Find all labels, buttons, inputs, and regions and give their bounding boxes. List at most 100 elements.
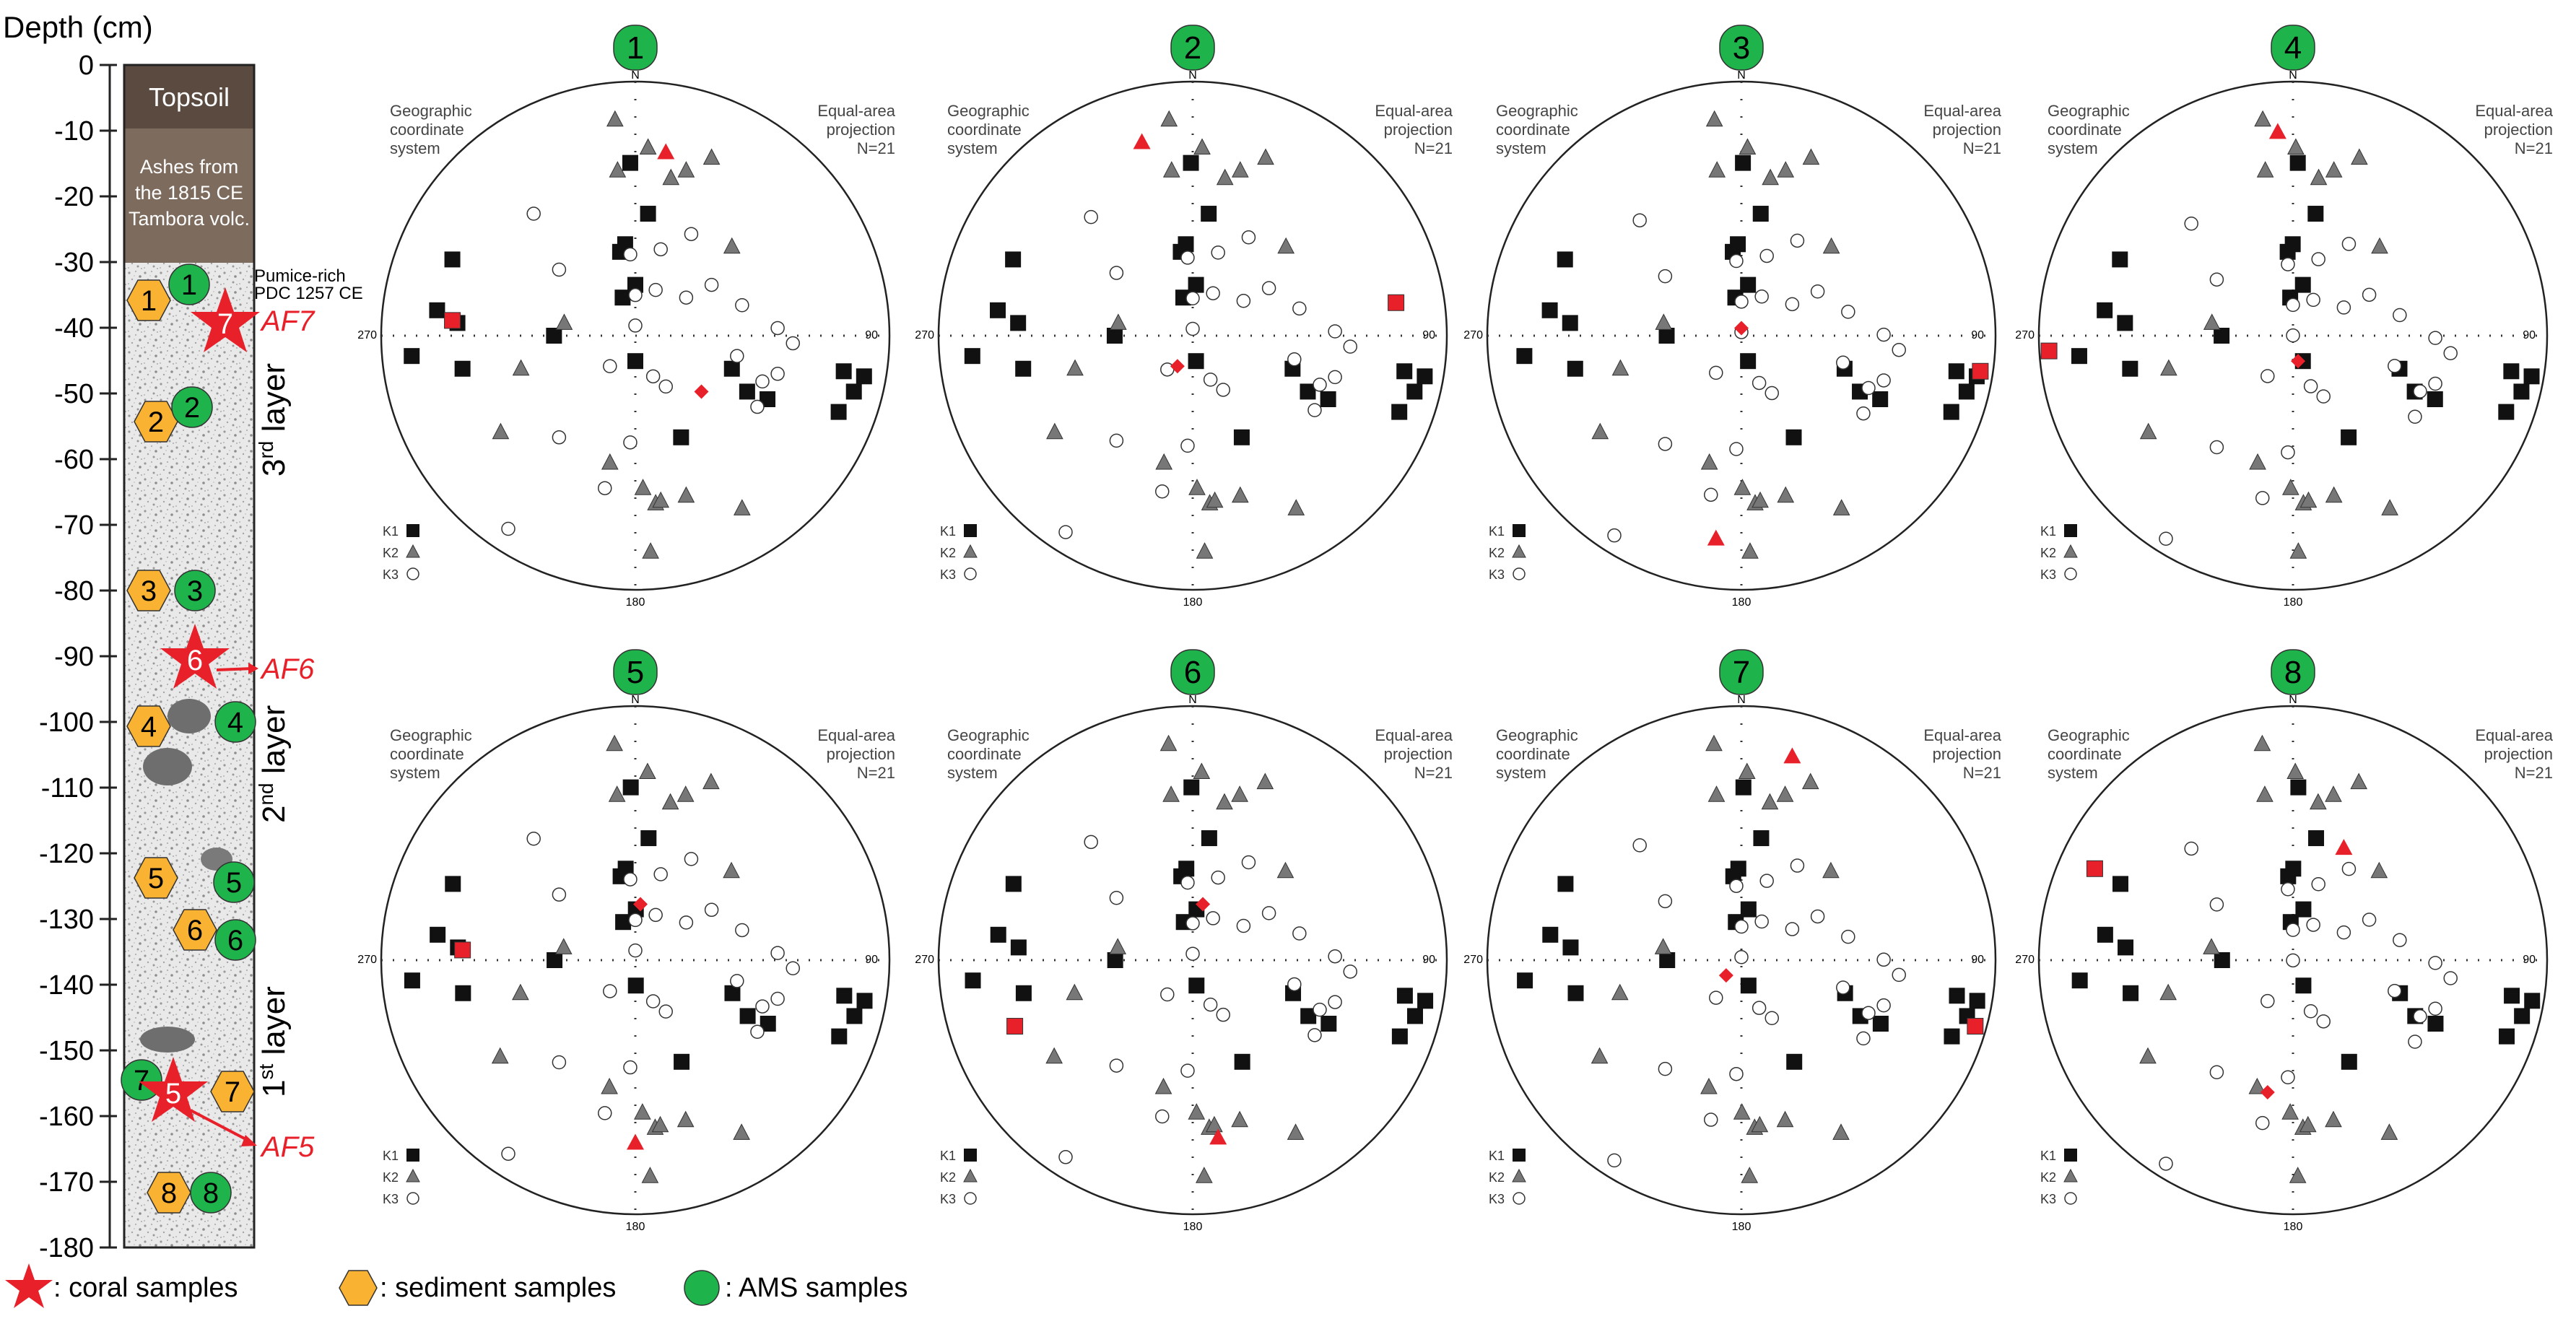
k2-point xyxy=(609,161,627,178)
k3-point xyxy=(1292,301,1307,316)
stereonet-number: 4 xyxy=(2284,30,2302,66)
coordinate-system-label: system xyxy=(1496,139,1546,157)
k3-point xyxy=(1185,321,1200,336)
k2-point xyxy=(1256,772,1274,790)
k2-point xyxy=(2282,479,2299,495)
k2-point xyxy=(1733,1103,1751,1120)
k3-point xyxy=(1841,929,1855,944)
k2-point xyxy=(1708,161,1726,178)
k3-point xyxy=(1216,383,1230,397)
stereonet-number: 3 xyxy=(1733,30,1750,66)
legend-coral-icon xyxy=(5,1263,53,1308)
ams-sample-3: 3 xyxy=(174,570,216,611)
east-label: 90 xyxy=(1422,954,1435,966)
k3-point xyxy=(2428,376,2442,391)
k3-point xyxy=(628,943,643,958)
k1-point xyxy=(1178,861,1195,877)
coordinate-system-label: coordinate xyxy=(2048,745,2122,763)
af5-arrow xyxy=(190,1109,252,1144)
svg-text:3: 3 xyxy=(187,575,203,607)
stereonet-5: 5N90270180GeographiccoordinatesystemEqua… xyxy=(357,649,896,1233)
k2-point xyxy=(676,1110,695,1128)
mean-k3-point xyxy=(694,384,709,399)
k1-point xyxy=(1417,993,1434,1009)
k1-point xyxy=(1396,363,1413,380)
k3-point xyxy=(623,872,638,887)
svg-text:2: 2 xyxy=(184,392,200,424)
k1-point xyxy=(2514,1008,2531,1024)
k2-point xyxy=(702,148,721,165)
k2-point xyxy=(2160,359,2177,376)
coordinate-system-label: coordinate xyxy=(947,745,1022,763)
k3-point xyxy=(755,374,770,389)
k3-point xyxy=(1729,879,1744,893)
stereonet-number: 2 xyxy=(1184,30,1201,66)
projection-label: Equal-area xyxy=(2475,102,2553,120)
pumice-label-1: Pumice-rich xyxy=(254,266,346,286)
k1-point xyxy=(673,429,689,445)
south-label: 180 xyxy=(1732,596,1752,609)
layer-1-label: 1st layer xyxy=(255,986,292,1097)
k3-point xyxy=(2159,1157,2173,1171)
k1-point xyxy=(1557,251,1573,268)
k3-point xyxy=(2413,1009,2427,1024)
west-label: 270 xyxy=(2015,954,2035,966)
k1-point xyxy=(627,353,643,370)
dark-clast xyxy=(143,748,192,785)
k2-point xyxy=(2351,148,2368,165)
axis-legend-label: K1 xyxy=(2040,524,2056,539)
k2-point xyxy=(677,161,695,178)
svg-text:8: 8 xyxy=(203,1177,219,1209)
axis-legend-label: K2 xyxy=(2040,546,2056,560)
k1-point xyxy=(2295,977,2312,994)
k3-point xyxy=(2184,841,2198,856)
k1-point xyxy=(1010,315,1027,331)
legend-ams-icon xyxy=(684,1270,720,1306)
k1-point xyxy=(2289,154,2306,171)
k1-point xyxy=(1106,328,1123,344)
depth-tick-label: -90 xyxy=(54,642,94,672)
k3-point xyxy=(2428,331,2442,345)
axis-legend-label: K2 xyxy=(940,546,956,560)
k3-point xyxy=(2443,346,2458,361)
k2-point xyxy=(491,1047,509,1064)
k1-point xyxy=(835,363,852,380)
south-label: 180 xyxy=(2284,596,2303,609)
axis-legend-label: K1 xyxy=(383,524,399,539)
k1-point xyxy=(445,876,461,892)
stereonet-8: 8N90270180GeographiccoordinatesystemEqua… xyxy=(2015,649,2554,1233)
k2-point xyxy=(1822,237,1840,254)
projection-label: projection xyxy=(1933,121,2001,139)
ash-label-1: Ashes from xyxy=(140,156,239,178)
stereonet-number: 8 xyxy=(2284,655,2302,690)
legend: : coral samples : sediment samples : AMS… xyxy=(5,1263,908,1308)
k3-point xyxy=(1658,1061,1673,1076)
k3-point xyxy=(770,991,785,1006)
k3-point xyxy=(1313,1002,1327,1017)
mean-k1-point xyxy=(1967,1018,1984,1035)
k2-point xyxy=(1705,734,1723,752)
k2-point xyxy=(1287,499,1305,515)
k1-point xyxy=(1183,779,1200,796)
k3-point xyxy=(1810,284,1825,299)
k3-point xyxy=(1704,487,1718,502)
k3-point xyxy=(623,247,638,262)
k3-point xyxy=(628,913,643,928)
depth-tick-label: -100 xyxy=(39,707,94,738)
west-label: 270 xyxy=(1463,329,1483,341)
k2-point xyxy=(1155,453,1173,470)
axis-legend-label: K3 xyxy=(2040,567,2056,582)
k3-point xyxy=(1752,1001,1767,1015)
k1-point xyxy=(1786,1053,1803,1070)
k1-point xyxy=(2295,901,2312,918)
ams-sample-8: 8 xyxy=(190,1172,232,1214)
svg-text:6: 6 xyxy=(187,915,203,946)
k2-point xyxy=(608,785,626,802)
k3-point xyxy=(2316,1014,2331,1029)
sediment-sample-3: 3 xyxy=(126,570,171,611)
stereonet-number: 7 xyxy=(1733,655,1750,690)
east-label: 90 xyxy=(1971,329,1984,341)
k3-point xyxy=(1241,230,1256,245)
k2-point xyxy=(1777,486,1795,503)
k2-point xyxy=(1752,491,1769,508)
